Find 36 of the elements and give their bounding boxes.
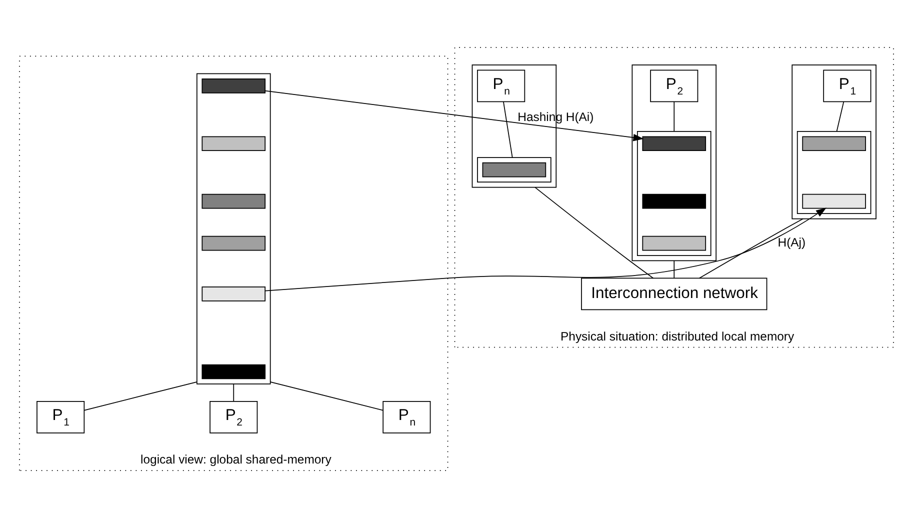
node-bar xyxy=(202,193,266,208)
cluster xyxy=(636,130,712,256)
edge-label: H(Aj) xyxy=(778,235,806,249)
node-box: P$_{n}$ xyxy=(477,69,526,102)
node-box: P$_{2}$ xyxy=(650,69,698,102)
connector xyxy=(698,218,804,278)
node-box: P$_{2}$ xyxy=(210,400,258,433)
node-bar xyxy=(202,286,266,301)
connector xyxy=(270,380,384,410)
node-bar xyxy=(482,162,546,177)
cluster xyxy=(796,130,872,214)
connector xyxy=(674,260,675,278)
connector xyxy=(84,380,198,410)
node-bar xyxy=(202,235,266,250)
node-box: P$_{1}$ xyxy=(36,400,85,433)
node-bar xyxy=(642,193,706,208)
node-bar xyxy=(202,136,266,151)
node-bar xyxy=(802,193,866,208)
arrow xyxy=(264,207,826,291)
connector xyxy=(836,100,844,132)
cluster xyxy=(792,64,876,219)
node-box: Interconnection network xyxy=(581,277,768,310)
node-bar xyxy=(802,136,866,151)
cluster xyxy=(196,72,271,384)
arrow xyxy=(264,90,644,141)
node-bar xyxy=(642,136,706,151)
node-bar xyxy=(202,364,266,379)
node-box: P$_{n}$ xyxy=(382,400,431,433)
node-bar xyxy=(642,235,706,250)
connector xyxy=(534,186,654,278)
node-box: P$_{1}$ xyxy=(823,69,872,102)
connector xyxy=(674,100,675,132)
connector xyxy=(233,383,234,402)
node-bar xyxy=(202,78,266,93)
cluster xyxy=(477,156,552,182)
connector xyxy=(503,100,513,158)
